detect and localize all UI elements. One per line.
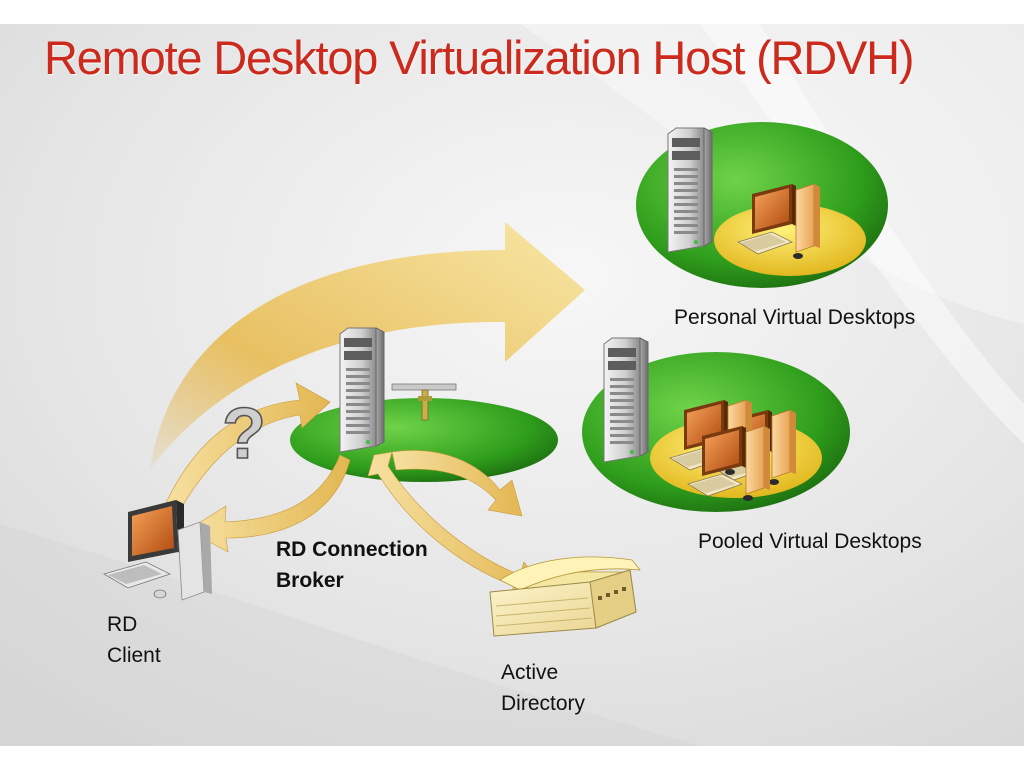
personal-virtual-desktops-label: Personal Virtual Desktops (674, 306, 916, 329)
slide-title: Remote Desktop Virtualization Host (RDVH… (44, 31, 915, 84)
broker-to-desktops-arrow (150, 222, 585, 470)
active-directory-label: Active Directory (501, 657, 585, 719)
broker-server-icon (339, 327, 385, 453)
rd-client-label: RD Client (107, 609, 161, 671)
rd-connection-broker-label-line1: RD Connection (276, 538, 428, 561)
pooled-virtual-desktops-label: Pooled Virtual Desktops (698, 530, 922, 553)
rd-connection-broker-label: RD Connection Broker (276, 534, 428, 596)
rd-client-label-line1: RD (107, 613, 138, 636)
broker-to-client-arrow (187, 454, 351, 553)
client-to-broker-arrow (164, 382, 331, 511)
personal-server-icon (667, 127, 713, 253)
broker-to-ad-side-arrow (391, 450, 523, 517)
rd-client-label-line2: Client (107, 644, 161, 667)
rd-client-computer-icon (102, 500, 212, 601)
rd-connection-broker-label-line2: Broker (276, 569, 344, 592)
active-directory-label-line2: Directory (501, 692, 586, 715)
question-mark-icon: ? (222, 394, 266, 474)
pooled-server-icon (603, 337, 649, 463)
directory-book-icon (489, 556, 641, 637)
network-connector-icon (391, 383, 457, 421)
active-directory-label-line1: Active (501, 661, 559, 684)
